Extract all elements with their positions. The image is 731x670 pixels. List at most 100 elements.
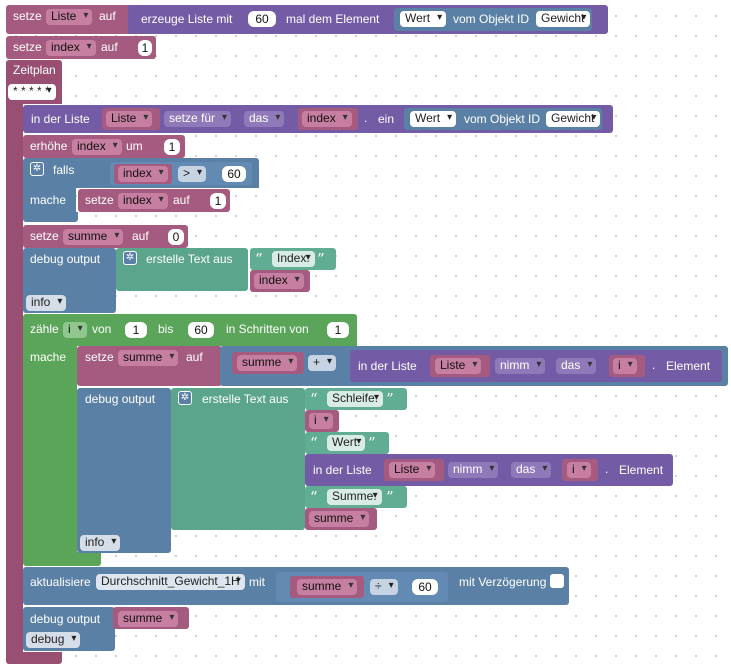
var-dropdown-index[interactable]: index <box>118 193 168 209</box>
var-dropdown-index[interactable]: index <box>302 111 352 127</box>
attr-dropdown-wert[interactable]: Wert <box>410 111 457 127</box>
quote-open-icon: “ <box>310 434 318 452</box>
loop-step-input[interactable]: 1 <box>327 322 349 338</box>
create-list-label: erzeuge Liste mit <box>141 12 233 26</box>
var-dropdown-index[interactable]: index <box>254 273 304 289</box>
string-field[interactable]: Schleife: <box>327 391 384 407</box>
count-input[interactable]: 60 <box>248 11 276 27</box>
times-element-label: mal dem Element <box>286 12 380 26</box>
debug-output-label: debug output <box>85 392 156 406</box>
string-field[interactable]: Summe: <box>327 489 382 505</box>
to-label: bis <box>158 322 174 336</box>
mode-dropdown[interactable]: setze für <box>164 111 232 127</box>
setze-label: setze <box>13 40 42 54</box>
dot-label: . <box>605 462 609 476</box>
var-dropdown-summe[interactable]: summe <box>118 611 179 627</box>
setze-label: setze <box>85 193 114 207</box>
auf-label: auf <box>186 350 203 364</box>
operator-dropdown[interactable]: + <box>308 355 337 371</box>
var-dropdown-index[interactable]: index <box>72 139 122 155</box>
dot-label: . <box>364 111 368 125</box>
object-id-label: vom Objekt ID <box>464 112 541 126</box>
mode-dropdown[interactable]: nimm <box>448 462 499 478</box>
setze-label: setze <box>30 229 59 243</box>
var-dropdown-liste[interactable]: Liste <box>435 358 482 374</box>
loop-footer <box>23 552 101 566</box>
in-list-label: in der Liste <box>358 359 417 373</box>
var-dropdown-summe[interactable]: summe <box>297 579 358 595</box>
object-id-label: vom Objekt ID <box>453 12 530 26</box>
index-start-input[interactable]: 1 <box>138 40 152 56</box>
auf-label: auf <box>132 229 149 243</box>
delay-checkbox[interactable] <box>550 574 564 588</box>
log-level-dropdown[interactable]: info <box>26 295 67 311</box>
text-join-block[interactable] <box>116 248 248 291</box>
var-dropdown-liste[interactable]: Liste <box>46 9 93 25</box>
loop-to-input[interactable]: 60 <box>188 322 214 338</box>
operator-dropdown[interactable]: ÷ <box>370 579 398 595</box>
reset-value-input[interactable]: 1 <box>210 193 226 209</box>
setze-label: setze <box>13 9 42 23</box>
loop-from-input[interactable]: 1 <box>125 322 147 338</box>
var-dropdown-summe[interactable]: summe <box>118 350 179 366</box>
log-level-dropdown[interactable]: debug <box>26 632 81 648</box>
string-field[interactable]: Wert: <box>327 435 366 451</box>
position-dropdown[interactable]: das <box>511 462 552 478</box>
um-label: um <box>126 139 143 153</box>
gear-icon[interactable]: ✲ <box>123 251 137 265</box>
setze-label: setze <box>85 350 114 364</box>
position-dropdown[interactable]: das <box>244 111 285 127</box>
do-label: mache <box>30 193 67 207</box>
var-dropdown-index[interactable]: index <box>46 40 96 56</box>
loop-var-dropdown[interactable]: i <box>63 322 87 338</box>
element-label: Element <box>666 359 711 373</box>
var-dropdown-i[interactable]: i <box>309 413 333 429</box>
mode-dropdown[interactable]: nimm <box>495 358 546 374</box>
operator-dropdown[interactable]: > <box>178 166 207 182</box>
var-dropdown-liste[interactable]: Liste <box>106 111 153 127</box>
var-dropdown-i[interactable]: i <box>567 462 591 478</box>
object-gewicht-field[interactable]: Gewicht <box>536 11 591 27</box>
text-join-label: erstelle Text aus <box>202 392 289 406</box>
var-dropdown-summe[interactable]: summe <box>63 229 124 245</box>
log-level-dropdown[interactable]: info <box>80 535 121 551</box>
loop-spine <box>23 344 77 562</box>
auf-label: auf <box>99 9 116 23</box>
in-list-label: in der Liste <box>31 112 90 126</box>
var-dropdown-i[interactable]: i <box>613 358 637 374</box>
if-footer <box>23 212 78 222</box>
if-spine <box>23 186 76 216</box>
schedule-footer <box>6 652 62 664</box>
quote-close-icon: ” <box>386 488 394 506</box>
debug-output-label: debug output <box>30 612 101 626</box>
text-join-label: erstelle Text aus <box>146 252 233 266</box>
delay-label: mit Verzögerung <box>459 575 547 589</box>
debug-output-block[interactable] <box>77 388 171 553</box>
text-join-block[interactable] <box>171 388 305 530</box>
quote-close-icon: ” <box>368 434 376 452</box>
var-dropdown-liste[interactable]: Liste <box>389 462 436 478</box>
divisor-input[interactable]: 60 <box>412 579 438 595</box>
in-list-label: in der Liste <box>313 463 372 477</box>
var-dropdown-summe[interactable]: summe <box>309 511 370 527</box>
ein-label: ein <box>378 112 395 126</box>
loop-label: zähle <box>30 322 59 336</box>
string-field[interactable]: Index: <box>272 251 315 267</box>
state-target-field[interactable]: Durchschnitt_Gewicht_1H <box>96 574 245 590</box>
position-dropdown[interactable]: das <box>556 358 597 374</box>
object-gewicht-field[interactable]: Gewicht <box>546 111 601 127</box>
increment-input[interactable]: 1 <box>164 139 180 155</box>
auf-label: auf <box>173 193 190 207</box>
gear-icon[interactable]: ✲ <box>178 391 192 405</box>
dot-label: . <box>652 358 656 372</box>
quote-open-icon: “ <box>310 390 318 408</box>
gear-icon[interactable]: ✲ <box>30 162 44 176</box>
var-dropdown-summe[interactable]: summe <box>237 355 298 371</box>
do-label: mache <box>30 350 67 364</box>
compare-value-input[interactable]: 60 <box>222 166 246 182</box>
cron-field[interactable]: * * * * * <box>8 84 56 100</box>
summe-init-input[interactable]: 0 <box>168 229 184 245</box>
var-dropdown-index[interactable]: index <box>118 166 168 182</box>
attr-dropdown-wert[interactable]: Wert <box>400 11 447 27</box>
if-label: falls <box>53 163 75 177</box>
